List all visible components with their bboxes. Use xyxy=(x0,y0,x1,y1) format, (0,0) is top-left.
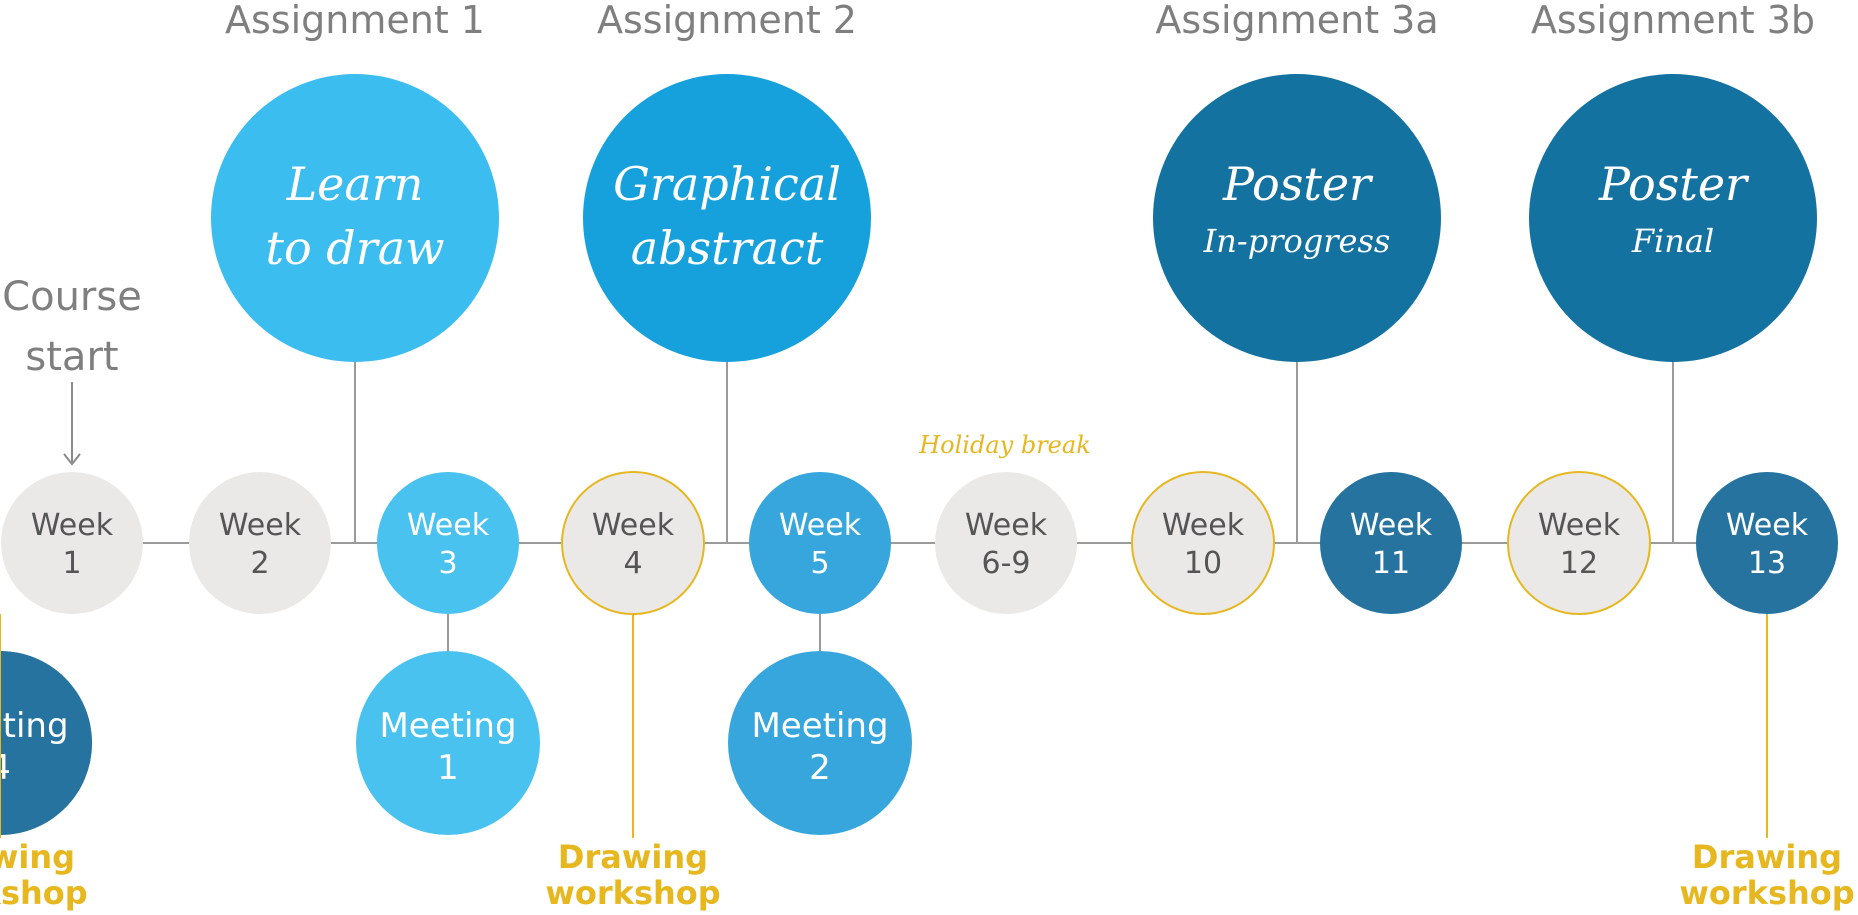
workshop-label-line1: Drawing xyxy=(0,838,75,876)
week-circle xyxy=(749,472,891,614)
assignment-bubble xyxy=(583,74,871,362)
week-label-line2: 1 xyxy=(62,546,81,581)
week-label-line1: Week xyxy=(592,508,675,543)
week-label-line1: Week xyxy=(31,508,114,543)
workshops-layer: DrawingworkshopDrawingworkshopDrawingwor… xyxy=(0,614,1855,912)
meeting-label-line2: 2 xyxy=(809,748,831,788)
week-circle xyxy=(1507,471,1651,615)
assignment-1: Assignment 1 Learn to draw xyxy=(211,0,499,543)
week-label-line2: 3 xyxy=(438,546,457,581)
week-circle xyxy=(1131,471,1275,615)
week-label-line2: 6-9 xyxy=(982,546,1031,581)
assignment-bubble-line2: Final xyxy=(1631,222,1714,260)
assignment-bubble-line1: Poster xyxy=(1222,157,1374,211)
assignment-title: Assignment 3a xyxy=(1155,0,1438,42)
week-label-line2: 5 xyxy=(810,546,829,581)
assignment-2: Assignment 2 Graphical abstract xyxy=(583,0,871,543)
meetings-layer: Meeting1Meeting2Meeting3Meeting4 xyxy=(0,614,912,835)
assignment-title: Assignment 2 xyxy=(597,0,857,42)
assignment-bubble-line1: Graphical xyxy=(613,157,841,211)
meeting-label-line1: Meeting xyxy=(751,706,888,746)
meeting-4: Meeting4 xyxy=(0,614,92,835)
assignment-bubble-line2: to draw xyxy=(265,221,444,275)
assignment-bubble xyxy=(1529,74,1817,362)
week-label-line1: Week xyxy=(1162,508,1245,543)
meeting-label-line1: Meeting xyxy=(0,706,69,746)
week-circle xyxy=(1696,472,1838,614)
course-start-arrow-head xyxy=(63,453,81,466)
holiday-break-label: Holiday break xyxy=(918,431,1090,459)
week-label-line1: Week xyxy=(1538,508,1621,543)
assignment-bubble-line2: abstract xyxy=(631,221,824,275)
weeks-layer: Week1Week2Week3Week4Week5Week6-9Week10We… xyxy=(1,471,1838,615)
meeting-circle xyxy=(356,651,540,835)
week-label-line2: 2 xyxy=(250,546,269,581)
assignment-title: Assignment 3b xyxy=(1531,0,1815,42)
course-start-line2: start xyxy=(25,334,118,380)
workshop-label-line2: workshop xyxy=(0,874,88,912)
workshop-label-line1: Drawing xyxy=(1692,838,1842,876)
meeting-circle xyxy=(728,651,912,835)
assignment-bubble-line1: Learn xyxy=(286,157,424,211)
week-label-line1: Week xyxy=(407,508,490,543)
week-label-line2: 4 xyxy=(623,546,642,581)
week-circle xyxy=(189,472,331,614)
week-label-line2: 12 xyxy=(1560,546,1598,581)
assignment-bubble xyxy=(1153,74,1441,362)
week-label-line1: Week xyxy=(1726,508,1809,543)
assignment-bubble-line1: Poster xyxy=(1598,157,1750,211)
week-circle xyxy=(377,472,519,614)
meeting-label-line2: 1 xyxy=(437,748,459,788)
workshop-label-line2: workshop xyxy=(545,874,720,912)
week-label-line1: Week xyxy=(965,508,1048,543)
week-label-line2: 10 xyxy=(1184,546,1222,581)
assignment-title: Assignment 1 xyxy=(225,0,485,42)
assignments-layer: Assignment 1 Learn to draw Assignment 2 Grap… xyxy=(211,0,1817,543)
week-circle xyxy=(1320,472,1462,614)
assignment-bubble xyxy=(211,74,499,362)
week-label-line2: 11 xyxy=(1372,546,1410,581)
meeting-label-line2: 4 xyxy=(0,748,11,788)
meeting-circle xyxy=(0,651,92,835)
week-label-line1: Week xyxy=(1350,508,1433,543)
meeting-label-line1: Meeting xyxy=(379,706,516,746)
workshop-label-line2: workshop xyxy=(1679,874,1854,912)
week-label-line1: Week xyxy=(779,508,862,543)
week-label-line2: 13 xyxy=(1748,546,1786,581)
assignment-bubble-line2: In-progress xyxy=(1203,222,1391,260)
week-circle xyxy=(935,472,1077,614)
workshop-label-line1: Drawing xyxy=(558,838,708,876)
week-label-line1: Week xyxy=(219,508,302,543)
course-start-line1: Course xyxy=(2,274,142,320)
week-circle xyxy=(561,471,705,615)
week-circle xyxy=(1,472,143,614)
